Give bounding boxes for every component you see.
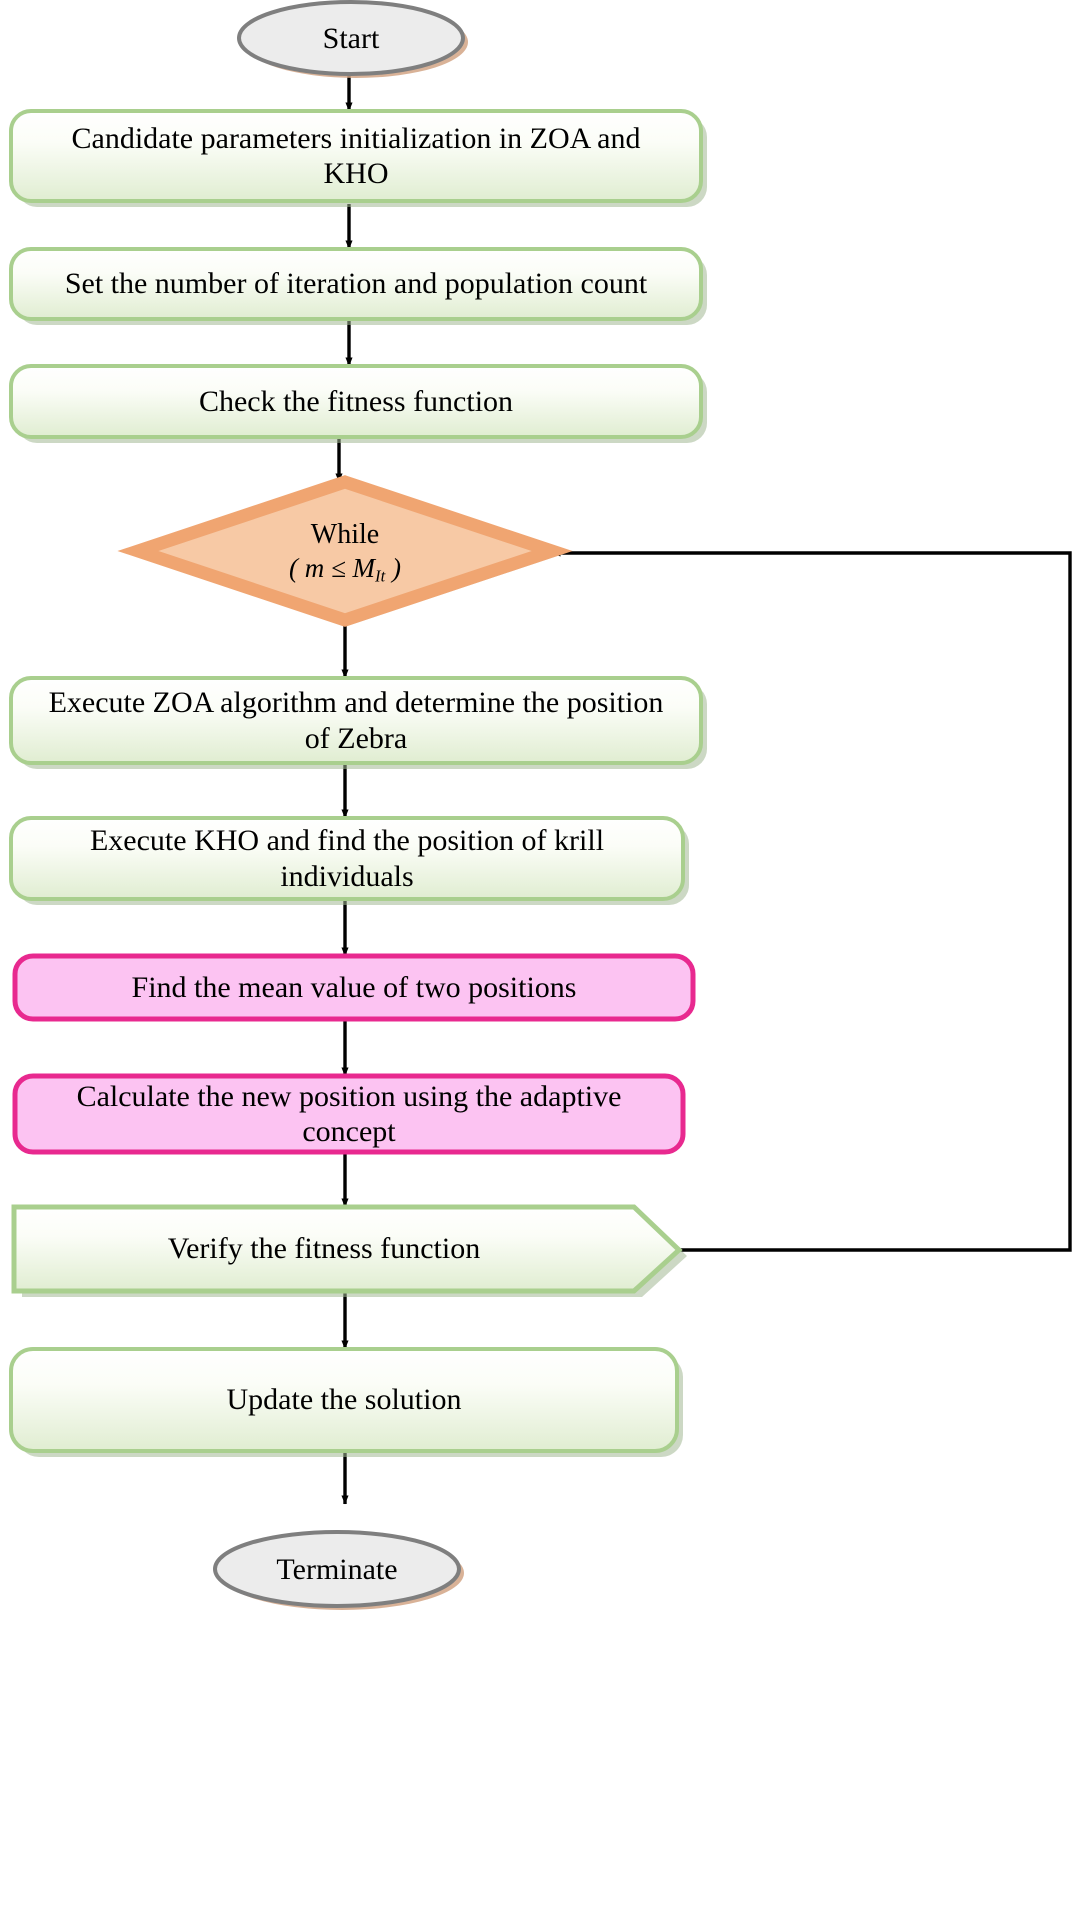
node-exec-zoa <box>9 676 707 769</box>
node-terminate <box>213 1530 464 1610</box>
edge-feedback-verify-to-while <box>551 549 1072 1252</box>
node-init <box>9 109 707 207</box>
node-check-fitness <box>9 364 707 443</box>
node-while-loop <box>117 475 573 627</box>
connector-group <box>335 73 353 1505</box>
node-find-mean <box>12 953 696 1022</box>
node-exec-kho <box>9 816 689 905</box>
node-set-iter <box>9 247 707 325</box>
node-update-solution <box>9 1347 683 1457</box>
node-start <box>237 0 468 78</box>
node-verify-fitness <box>11 1204 687 1297</box>
node-calc-new-position <box>12 1073 686 1155</box>
